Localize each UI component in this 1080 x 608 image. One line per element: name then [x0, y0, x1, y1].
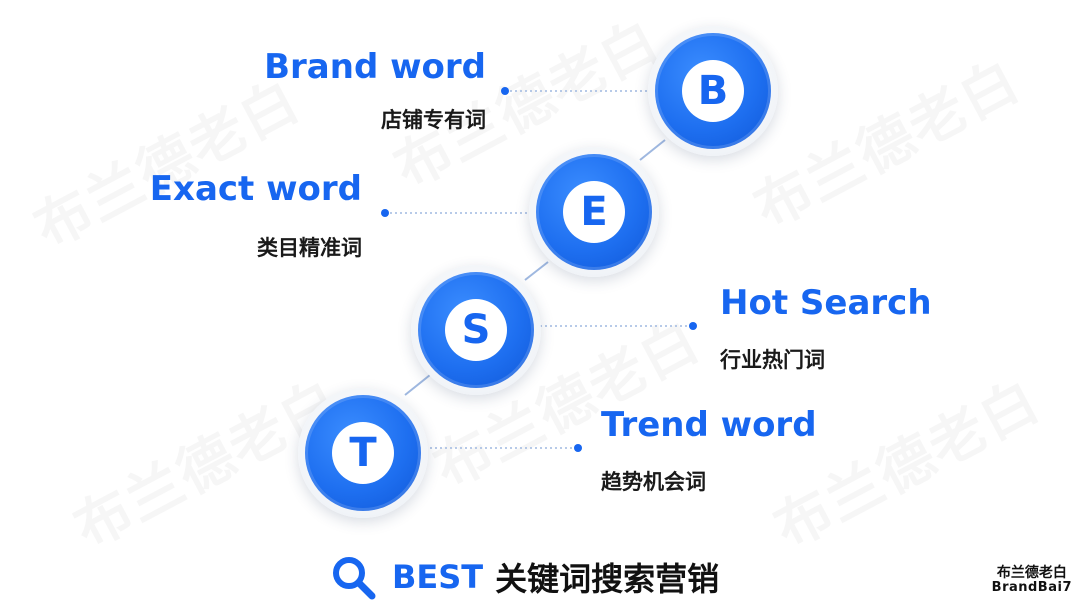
subtitle-exact-word: 类目精准词: [257, 236, 362, 260]
title-exact-word: Exact word: [149, 169, 362, 209]
subtitle-brand-word: 店铺专有词: [381, 108, 486, 132]
logo-line1: 布兰德老白: [996, 565, 1067, 581]
footer-best: BEST: [392, 558, 484, 596]
title-hot-search: Hot Search: [720, 283, 932, 323]
search-icon: [330, 554, 376, 600]
subtitle-trend-word: 趋势机会词: [601, 470, 706, 494]
logo-line2: BrandBai7: [991, 580, 1072, 596]
letter-t: T: [332, 422, 394, 484]
letter-b: B: [682, 60, 744, 122]
letter-e: E: [563, 181, 625, 243]
subtitle-hot-search: 行业热门词: [720, 348, 825, 372]
letter-s: S: [445, 299, 507, 361]
footer-text: 关键词搜索营销: [495, 560, 720, 598]
brand-logo: 布兰德老白 BrandBai7: [991, 565, 1072, 596]
title-brand-word: Brand word: [264, 47, 486, 87]
title-trend-word: Trend word: [601, 405, 817, 445]
footer-caption: BEST 关键词搜索营销: [330, 550, 719, 604]
